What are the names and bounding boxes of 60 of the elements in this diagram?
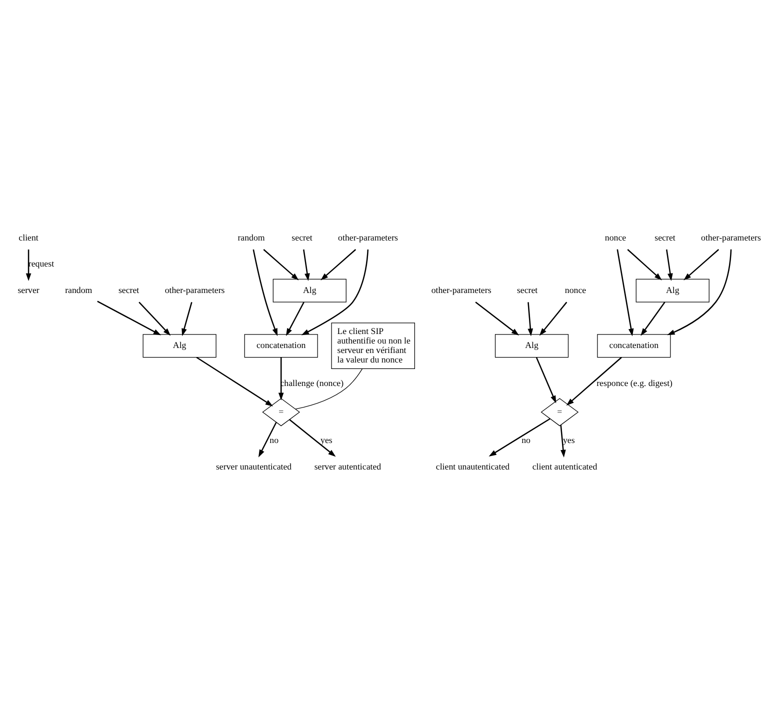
node-text: other-parameters bbox=[338, 232, 398, 242]
arrow bbox=[301, 249, 369, 335]
node-box: Alg bbox=[636, 278, 710, 302]
arrow bbox=[536, 356, 556, 403]
arrow bbox=[528, 302, 534, 336]
edge-label: challenge (nonce) bbox=[280, 377, 344, 388]
arrow bbox=[539, 301, 568, 336]
node-text: nonce bbox=[604, 232, 626, 242]
arrow bbox=[684, 248, 720, 280]
node-text: other-parameters bbox=[164, 284, 225, 294]
edge-label: yes bbox=[320, 434, 332, 445]
node-text: random bbox=[65, 284, 92, 294]
arrow bbox=[667, 248, 732, 335]
arrow bbox=[252, 248, 278, 336]
node-box: Alg bbox=[494, 334, 569, 358]
arrow bbox=[488, 418, 550, 456]
node-text: secret bbox=[118, 284, 140, 294]
node-text: random bbox=[238, 232, 265, 242]
arrow bbox=[182, 302, 192, 336]
node-text: other-parameters bbox=[701, 232, 761, 242]
node-box: Alg bbox=[272, 278, 346, 302]
node-text: secret bbox=[654, 232, 676, 242]
node-box: Le client SIP authentifie ou non le serveur en vérifiant la valeur du nonce bbox=[331, 322, 415, 368]
arrow bbox=[616, 248, 634, 336]
node-box: concatenation bbox=[597, 334, 671, 358]
arrow bbox=[263, 248, 299, 280]
arrow bbox=[640, 301, 666, 336]
arrow bbox=[26, 249, 32, 281]
arrow bbox=[627, 248, 662, 280]
arrow bbox=[303, 248, 310, 281]
arrow bbox=[258, 422, 277, 457]
node-text: client autenticated bbox=[532, 460, 598, 471]
edge-label: responce (e.g. digest) bbox=[596, 377, 673, 388]
node-text: secret bbox=[516, 284, 538, 294]
edge-label: request bbox=[28, 258, 54, 268]
arrow bbox=[278, 357, 284, 400]
node-text: nonce bbox=[564, 284, 586, 294]
arrow bbox=[320, 248, 356, 280]
edge-label: no bbox=[270, 434, 279, 445]
arrow bbox=[475, 301, 520, 335]
node-box: concatenation bbox=[244, 334, 318, 358]
node-text: server unautenticated bbox=[216, 460, 292, 471]
arrow bbox=[196, 356, 274, 406]
node-text: server autenticated bbox=[314, 460, 382, 471]
node-text: client bbox=[18, 232, 38, 242]
node-text: secret bbox=[292, 232, 312, 242]
arrow bbox=[560, 424, 566, 457]
arrow bbox=[566, 356, 622, 406]
edge-label: yes bbox=[562, 434, 575, 445]
node-text: server bbox=[18, 284, 40, 294]
arrow bbox=[138, 301, 171, 336]
arrow bbox=[97, 300, 162, 335]
edge-label: no bbox=[522, 434, 530, 445]
arrow bbox=[666, 248, 673, 281]
node-box: Alg bbox=[142, 334, 216, 358]
arrow bbox=[286, 301, 304, 336]
node-text: client unautenticated bbox=[436, 460, 510, 471]
node-text: other-parameters bbox=[431, 284, 492, 294]
connector bbox=[295, 368, 363, 409]
arrow bbox=[289, 418, 336, 456]
